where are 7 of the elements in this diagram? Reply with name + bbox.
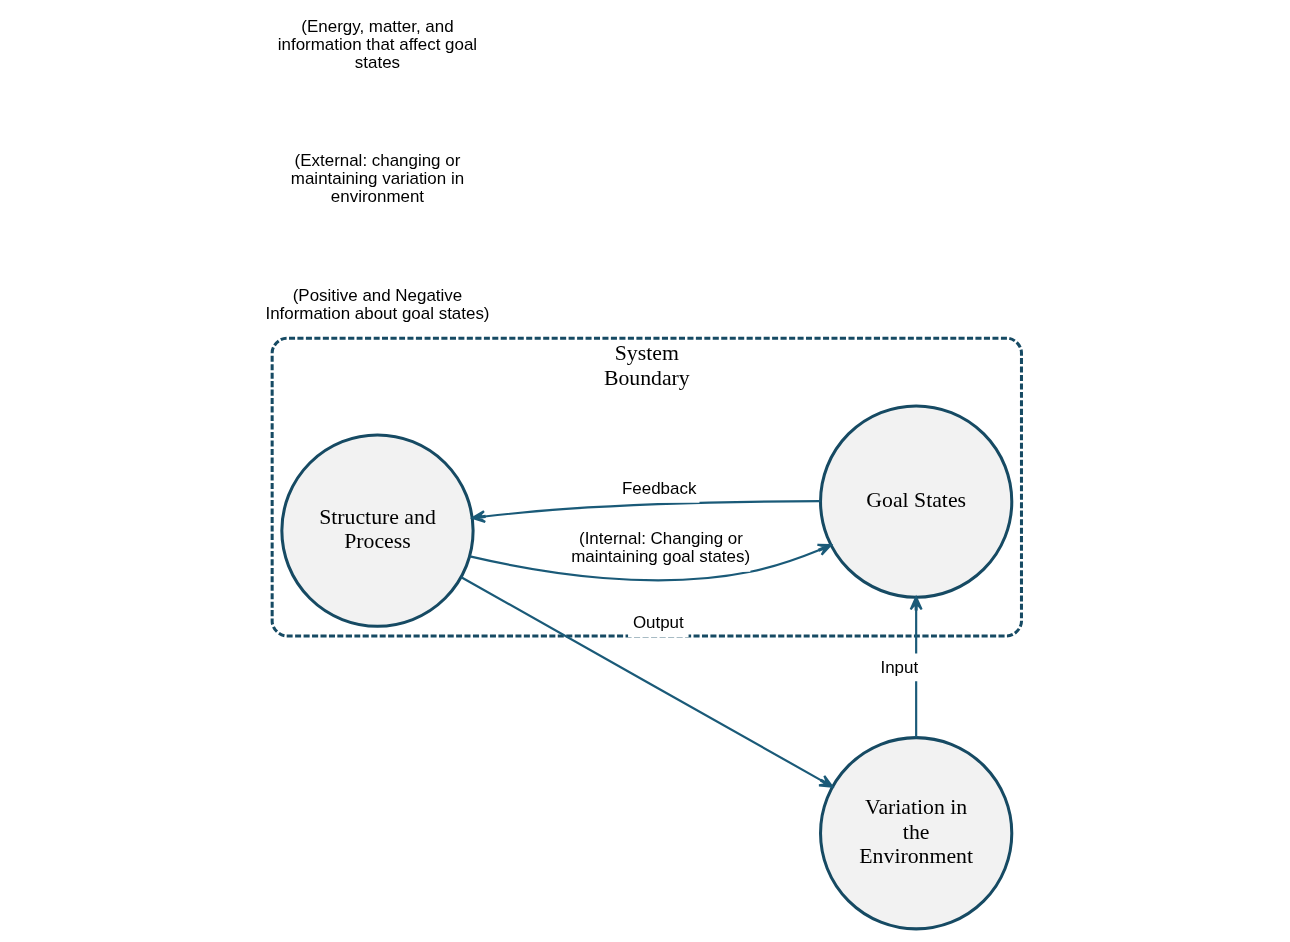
edge-label: Output [632, 613, 684, 633]
edge-label: (Internal: Changing or maintaining goal states) [571, 529, 751, 567]
label: (External: changing or maintaining variation in environment [290, 150, 465, 207]
edge-label: Input [880, 657, 919, 677]
edge-label: Feedback [622, 478, 697, 498]
label: (Positive and Negative Information about goal states) [265, 285, 490, 324]
label: (Energy, matter, and information that affect goal states [277, 16, 478, 72]
